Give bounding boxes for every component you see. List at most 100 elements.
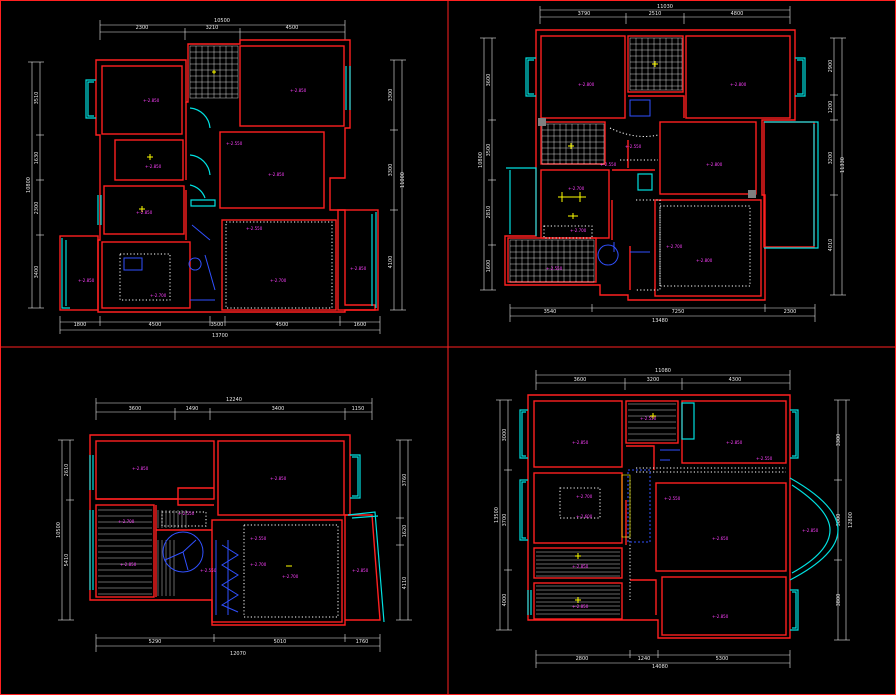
plan-2-bottom-seg-2: 7250	[672, 309, 685, 315]
svg-text:+-2.800: +-2.800	[706, 162, 723, 167]
svg-text:+-2.650: +-2.650	[712, 536, 729, 541]
svg-text:+-2.550: +-2.550	[178, 511, 195, 516]
plan-2-right-seg-1: 2900	[828, 60, 834, 73]
plan-2-walls	[504, 29, 815, 301]
svg-text:+-2.550: +-2.550	[664, 496, 681, 501]
plan-4-dimensions: 11080 3600 3200 4300 2800 1240 5300 1408…	[494, 368, 854, 670]
plan-2-fixtures	[509, 37, 756, 291]
plan-2-column-b	[748, 190, 756, 198]
plan-2-top-seg-2: 2510	[649, 11, 662, 17]
plan-3-bottom-seg-2: 5010	[274, 639, 287, 645]
plan-1-fixtures	[119, 45, 333, 309]
svg-text:+-2.850: +-2.850	[120, 562, 137, 567]
svg-text:+-2.700: +-2.700	[666, 244, 683, 249]
svg-text:+-2.550: +-2.550	[226, 141, 243, 146]
plan-2-left-seg-3: 2810	[486, 206, 492, 219]
plan-3-bottom-seg-3: 1760	[356, 639, 369, 645]
plan-1-left-seg-4: 3400	[34, 266, 40, 279]
svg-text:+-2.800: +-2.800	[696, 258, 713, 263]
svg-text:+-2.700: +-2.700	[570, 228, 587, 233]
plan-4-top-seg-1: 3600	[574, 377, 587, 383]
svg-text:+-2.600: +-2.600	[576, 514, 593, 519]
plan-1-room-labels: +-2.850 +-2.850 +-2.850 +-2.850 +-2.850 …	[78, 88, 367, 298]
plan-2-bottom-seg-1: 3540	[544, 309, 557, 315]
plan-4-top-total: 11080	[655, 368, 671, 374]
svg-text:+-2.550: +-2.550	[756, 456, 773, 461]
plan-3-top-seg-4: 1150	[352, 406, 365, 412]
plan-4: 11080 3600 3200 4300 2800 1240 5300 1408…	[494, 368, 854, 670]
plan-4-left-seg-2: 3700	[502, 514, 508, 527]
svg-text:+-2.800: +-2.800	[578, 82, 595, 87]
plan-3-windows	[89, 454, 385, 623]
plan-2-bottom-total: 13480	[652, 318, 668, 324]
plan-4-left-seg-3: 4000	[502, 594, 508, 607]
plan-4-bottom-seg-2: 1240	[638, 656, 651, 662]
plan-3-dimensions: 12240 3600 1490 3400 1150 5290 5010 1760…	[56, 397, 412, 657]
plan-2-right-seg-3: 3200	[828, 152, 834, 165]
svg-text:+-2.850: +-2.850	[290, 88, 307, 93]
svg-text:+-2.700: +-2.700	[270, 278, 287, 283]
plan-3-fixtures	[98, 509, 339, 618]
plan-4-bottom-seg-3: 5300	[716, 656, 729, 662]
plan-4-top-seg-3: 4300	[729, 377, 742, 383]
plan-1-bottom-seg-1: 1800	[74, 322, 87, 328]
plan-4-windows	[519, 402, 839, 631]
plan-4-stair-hatch	[621, 474, 631, 538]
svg-text:+-2.850: +-2.850	[78, 278, 95, 283]
plan-3-bottom-total: 12070	[230, 651, 246, 657]
plan-2-dimensions: 11030 3790 2510 4800 3540 7250 2300 1348…	[478, 4, 846, 324]
plan-3-bottom-seg-1: 5290	[149, 639, 162, 645]
plan-4-left-seg-1: 3000	[502, 429, 508, 442]
plan-2-bottom-seg-3: 2300	[784, 309, 797, 315]
plan-2-top-seg-1: 3790	[578, 11, 591, 17]
plan-1-bottom-seg-2: 4500	[149, 322, 162, 328]
svg-text:+-2.550: +-2.550	[600, 162, 617, 167]
plan-1-left-total: 10800	[26, 177, 32, 193]
svg-text:+-2.700: +-2.700	[250, 562, 267, 567]
svg-text:+-2.850: +-2.850	[352, 568, 369, 573]
plan-1-dimensions: 10500 2300 3210 4500 1800 4500 3500 4500…	[26, 18, 406, 339]
plan-1-top-seg-3: 4500	[286, 25, 299, 31]
svg-text:+-2.850: +-2.850	[712, 614, 729, 619]
plan-1-bottom-seg-3: 3500	[211, 322, 224, 328]
plan-1-top-seg-2: 3210	[206, 25, 219, 31]
plan-2-column	[538, 118, 546, 126]
plan-1-left-seg-3: 2300	[34, 202, 40, 215]
svg-text:+-2.700: +-2.700	[150, 293, 167, 298]
svg-text:+-2.850: +-2.850	[143, 98, 160, 103]
plan-4-fixtures	[536, 403, 786, 615]
svg-text:+-2.700: +-2.700	[576, 494, 593, 499]
plan-3-left-total: 10500	[56, 522, 62, 538]
svg-text:+-2.550: +-2.550	[246, 226, 263, 231]
svg-text:+-2.850: +-2.850	[268, 172, 285, 177]
plan-4-right-seg-2: 3000	[836, 514, 842, 527]
plan-2-right-seg-4: 4010	[828, 239, 834, 252]
plan-2-right-seg-2: 1200	[828, 101, 834, 114]
plan-1: 10500 2300 3210 4500 1800 4500 3500 4500…	[26, 18, 406, 339]
svg-text:+-2.700: +-2.700	[282, 574, 299, 579]
plan-1-left-seg-2: 1630	[34, 152, 40, 165]
plan-2: 11030 3790 2510 4800 3540 7250 2300 1348…	[478, 4, 846, 324]
plan-3: 12240 3600 1490 3400 1150 5290 5010 1760…	[56, 397, 412, 657]
plan-1-right-seg-2: 3300	[388, 164, 394, 177]
plan-1-walls	[59, 39, 379, 313]
plan-1-right-seg-1: 3300	[388, 89, 394, 102]
plan-1-bottom-seg-4: 4500	[276, 322, 289, 328]
plan-4-room-labels: +-2.850 +-2.850 +-2.650 +-2.850 +-2.700 …	[572, 416, 819, 619]
svg-text:+-2.700: +-2.700	[568, 186, 585, 191]
plan-2-top-total: 11030	[657, 4, 673, 10]
svg-text:+-2.850: +-2.850	[572, 440, 589, 445]
plan-4-left-total: 13500	[494, 507, 500, 523]
plan-1-left-seg-1: 3510	[34, 92, 40, 105]
plan-3-walls	[89, 434, 381, 626]
plan-3-top-seg-2: 1490	[186, 406, 199, 412]
plan-4-bottom-seg-1: 2800	[576, 656, 589, 662]
plan-3-right-seg-1: 3760	[402, 474, 408, 487]
plan-3-right-seg-2: 1620	[402, 525, 408, 538]
svg-text:+-2.850: +-2.850	[136, 210, 153, 215]
svg-text:+-2.550: +-2.550	[200, 568, 217, 573]
plan-2-right-total: 11330	[840, 157, 846, 173]
plan-4-bottom-total: 14080	[652, 664, 668, 670]
plan-1-bottom-seg-5: 1600	[354, 322, 367, 328]
